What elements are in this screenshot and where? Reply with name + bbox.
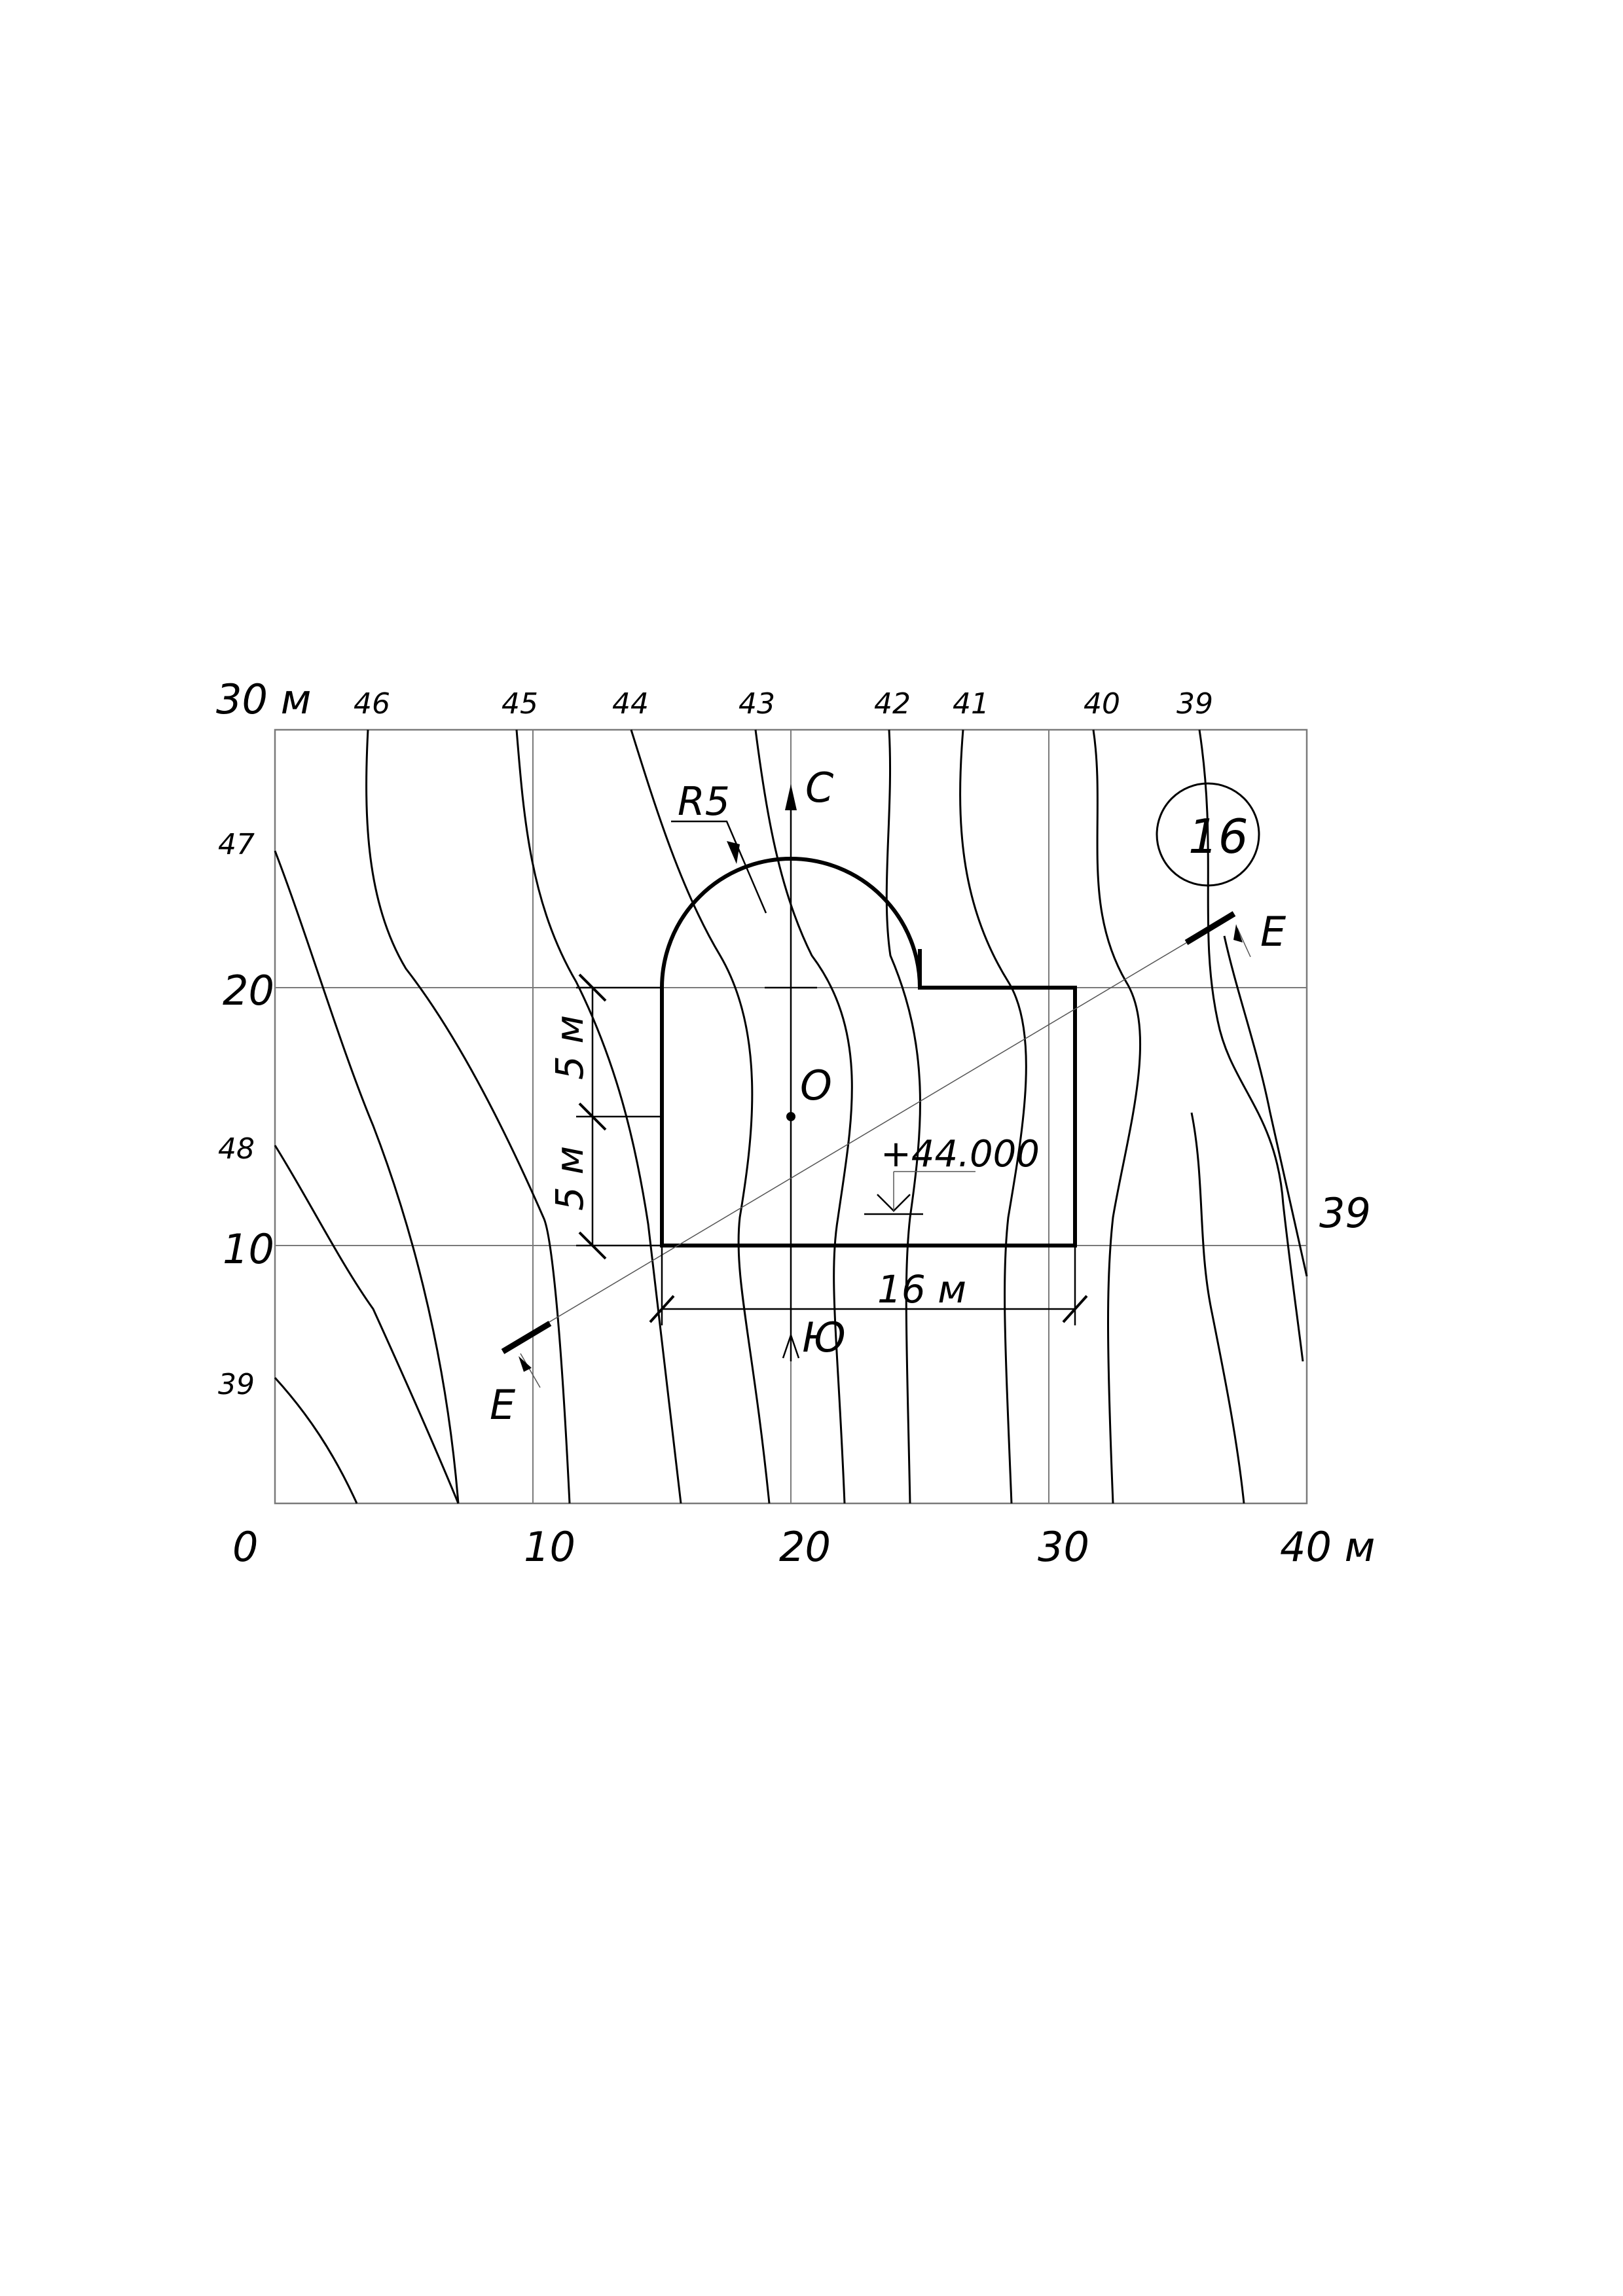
dimension-tick (1062, 1295, 1088, 1323)
contour-label: 41 (953, 687, 989, 721)
section-arrow-line-start (520, 1353, 541, 1388)
radius-arrow-icon (727, 841, 740, 864)
dimension-tick (649, 1295, 675, 1323)
contour-line (274, 1145, 460, 1504)
section-line (501, 911, 1251, 1388)
center-point-label: О (800, 1062, 832, 1109)
contour-label: 39 (218, 1368, 255, 1401)
north-south-axis (765, 784, 817, 1361)
x-tick-label: 30 (1038, 1523, 1089, 1571)
contour-line (274, 850, 460, 1504)
dimension-tick (578, 1231, 607, 1260)
contour-line (274, 1376, 358, 1504)
dimension-width-label: 16 м (877, 1267, 966, 1312)
dimension-height-upper-label: 5 м (547, 1015, 592, 1080)
y-tick-label: 30 м (216, 675, 311, 723)
contour-label: 40 (1084, 687, 1120, 721)
south-arrow-icon (782, 1333, 800, 1359)
y-tick-label: 10 (223, 1225, 274, 1273)
north-label: С (805, 764, 834, 812)
radius-leader-line (671, 820, 767, 914)
x-tick-label: 0 (232, 1523, 258, 1571)
x-tick-label: 40 м (1280, 1523, 1375, 1571)
building-outline (660, 857, 1077, 1247)
contour-label: 48 (218, 1132, 255, 1166)
contour-label: 44 (612, 687, 649, 721)
contour-line (754, 729, 853, 1504)
contour-line (365, 729, 571, 1504)
contour-label: 46 (354, 687, 390, 721)
section-stroke-start (501, 1321, 552, 1354)
elevation-label: +44.000 (881, 1133, 1040, 1175)
south-label: Ю (802, 1314, 846, 1361)
horizontal-dimension (649, 1246, 1088, 1325)
section-label-end: Е (1260, 908, 1286, 956)
building-contour (660, 857, 1077, 1247)
section-arrow-start-icon (519, 1356, 532, 1372)
contour-line (515, 729, 682, 1504)
elevation-mark (864, 1171, 976, 1215)
contour-line (959, 729, 1027, 1504)
north-arrow-icon (785, 784, 797, 810)
contour-line (1223, 935, 1308, 1277)
dimension-tick (578, 973, 607, 1002)
contour-label: 43 (739, 687, 775, 721)
variant-circle (1156, 782, 1260, 887)
contour-line (1198, 729, 1304, 1362)
radius-label: R5 (678, 779, 730, 825)
contour-label: 45 (501, 687, 538, 721)
contour-line (1190, 1112, 1245, 1504)
dimension-tick (578, 1102, 607, 1131)
variant-number: 16 (1188, 809, 1249, 864)
x-tick-label: 10 (524, 1523, 575, 1571)
y-tick-label: 20 (223, 967, 274, 1014)
contour-label: 39 (1319, 1189, 1371, 1237)
center-point (786, 1112, 795, 1121)
section-stroke-end (1184, 911, 1236, 945)
x-tick-label: 20 (779, 1523, 831, 1571)
contour-line (1092, 729, 1142, 1504)
contour-label: 39 (1176, 687, 1213, 721)
radius-leader (671, 820, 767, 914)
dimension-height-lower-label: 5 м (547, 1146, 592, 1211)
section-arrow-end-icon (1233, 924, 1243, 942)
section-arrow-line-end (1237, 927, 1251, 958)
section-trace (510, 916, 1231, 1346)
contour-line (885, 729, 921, 1504)
section-label-start: Е (490, 1381, 516, 1429)
contour-lines (274, 729, 1308, 1504)
contour-label: 42 (874, 687, 911, 721)
contour-line (630, 729, 771, 1504)
vertical-dimension (576, 973, 662, 1260)
contour-label: 47 (218, 828, 255, 861)
